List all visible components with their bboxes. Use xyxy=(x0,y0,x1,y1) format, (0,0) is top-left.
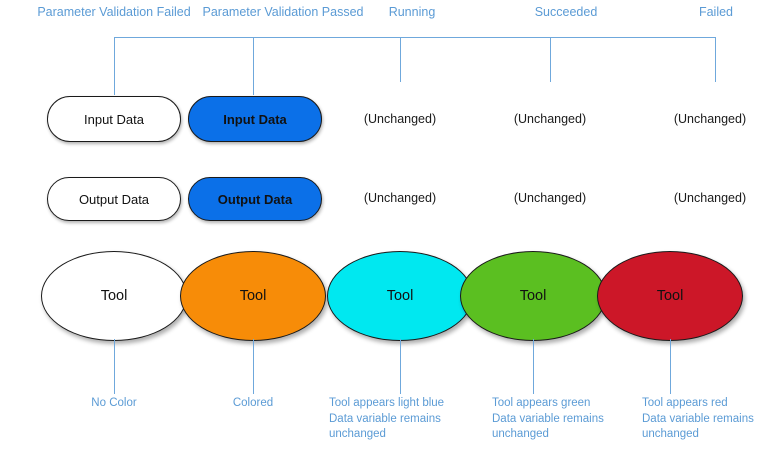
column-header-running: Running xyxy=(388,5,436,19)
bracket-horizontal-rail xyxy=(114,37,715,38)
cell-input-data-failed: (Unchanged) xyxy=(673,112,747,126)
bracket-drop-3 xyxy=(400,37,401,82)
node-output-data-validated[interactable]: Output Data xyxy=(188,177,322,221)
node-tool-green[interactable]: Tool xyxy=(460,251,606,341)
stem-tool-light-blue xyxy=(400,339,401,394)
node-tool-light-blue[interactable]: Tool xyxy=(327,251,473,341)
bracket-drop-5 xyxy=(715,37,716,82)
node-label: Output Data xyxy=(78,191,150,207)
column-header-succeeded: Succeeded xyxy=(534,5,598,19)
node-label: Input Data xyxy=(84,111,144,127)
column-header-parameter-validation-passed: Parameter Validation Passed xyxy=(202,5,364,19)
stem-tool-green xyxy=(533,339,534,394)
node-label: Tool xyxy=(100,288,128,304)
cell-input-data-succeeded: (Unchanged) xyxy=(513,112,587,126)
caption-no-color: No Color xyxy=(91,397,137,409)
node-label: Tool xyxy=(239,288,267,304)
cell-input-data-running: (Unchanged) xyxy=(363,112,437,126)
stem-tool-red xyxy=(670,339,671,394)
caption-red: Tool appears red Data variable remains u… xyxy=(642,397,754,440)
caption-colored: Colored xyxy=(232,397,274,409)
node-input-data-unvalidated[interactable]: Input Data xyxy=(47,96,181,142)
caption-light-blue: Tool appears light blue Data variable re… xyxy=(329,397,445,440)
node-label: Input Data xyxy=(223,111,287,127)
stem-tool-no-color xyxy=(114,339,115,394)
bracket-drop-1 xyxy=(114,37,115,95)
stem-tool-orange xyxy=(253,339,254,394)
node-tool-red[interactable]: Tool xyxy=(597,251,743,341)
cell-output-data-succeeded: (Unchanged) xyxy=(513,191,587,205)
node-label: Tool xyxy=(656,288,684,304)
bracket-drop-4 xyxy=(550,37,551,82)
node-output-data-unvalidated[interactable]: Output Data xyxy=(47,177,181,221)
bracket-drop-2 xyxy=(253,37,254,95)
node-tool-orange[interactable]: Tool xyxy=(180,251,326,341)
column-header-parameter-validation-failed: Parameter Validation Failed xyxy=(37,5,191,19)
node-label: Tool xyxy=(519,288,547,304)
caption-green: Tool appears green Data variable remains… xyxy=(492,397,604,440)
node-label: Output Data xyxy=(217,191,293,207)
column-header-failed: Failed xyxy=(698,5,734,19)
node-input-data-validated[interactable]: Input Data xyxy=(188,96,322,142)
node-label: Tool xyxy=(386,288,414,304)
node-tool-no-color[interactable]: Tool xyxy=(41,251,187,341)
cell-output-data-running: (Unchanged) xyxy=(363,191,437,205)
cell-output-data-failed: (Unchanged) xyxy=(673,191,747,205)
